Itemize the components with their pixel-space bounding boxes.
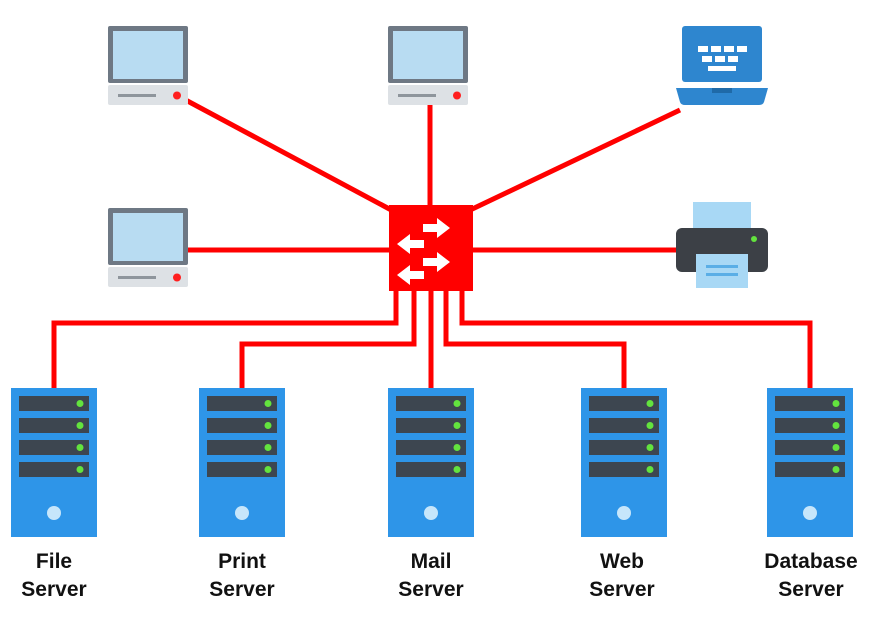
link-file-server <box>51 290 399 390</box>
server-drive-bay <box>207 440 277 455</box>
server-status-led <box>264 466 272 473</box>
server-drive-bay <box>589 440 659 455</box>
server-status-led <box>832 444 840 451</box>
server-status-led <box>76 422 84 429</box>
server-label-line2: Server <box>21 578 87 601</box>
server-drive-bay <box>589 418 659 433</box>
server-drive-bay <box>19 396 89 411</box>
desktop-computer-icon <box>108 208 188 287</box>
server-status-led <box>832 400 840 407</box>
server-drive-bay <box>396 418 466 433</box>
laptop-icon <box>676 26 768 105</box>
server-status-led <box>76 444 84 451</box>
link-database-server <box>459 290 813 390</box>
server-status-led <box>76 466 84 473</box>
server-label-line1: Mail <box>410 550 452 573</box>
server-status-led <box>453 466 461 473</box>
server-drive-bay <box>396 440 466 455</box>
link-desktop-top-left <box>178 94 397 215</box>
server-label-line2: Server <box>209 578 275 601</box>
server-drive-bay <box>775 418 845 433</box>
server-status-led <box>453 444 461 451</box>
server-label-file: File Server <box>0 548 124 604</box>
server-drive-bay <box>396 396 466 411</box>
server-label-web: Web Server <box>552 548 692 604</box>
server-drive-bay <box>589 396 659 411</box>
server-label-line1: File <box>35 550 73 573</box>
server-drive-bay <box>775 440 845 455</box>
server-status-led <box>264 444 272 451</box>
server-status-led <box>832 466 840 473</box>
server-label-mail: Mail Server <box>361 548 501 604</box>
server-power-button <box>424 506 438 520</box>
server-label-line1: Print <box>218 550 266 573</box>
server-drive-bay <box>207 462 277 477</box>
server-tower-icon <box>581 388 667 537</box>
server-drive-bay <box>589 462 659 477</box>
link-laptop <box>464 107 682 215</box>
server-power-button <box>617 506 631 520</box>
printer-icon <box>676 202 768 288</box>
server-status-led <box>646 400 654 407</box>
server-power-button <box>47 506 61 520</box>
server-label-print: Print Server <box>172 548 312 604</box>
server-label-line1: Web <box>600 550 644 573</box>
server-drive-bay <box>19 440 89 455</box>
server-label-line1: Database <box>764 550 858 573</box>
server-label-line2: Server <box>398 578 464 601</box>
server-status-led <box>453 400 461 407</box>
server-tower-icon <box>388 388 474 537</box>
server-status-led <box>646 422 654 429</box>
network-switch-icon <box>389 205 473 291</box>
server-row <box>11 388 853 537</box>
server-drive-bay <box>207 396 277 411</box>
link-web-server <box>443 290 627 390</box>
server-drive-bay <box>775 462 845 477</box>
desktop-computer-icon <box>388 26 468 105</box>
server-tower-icon <box>11 388 97 537</box>
server-tower-icon <box>767 388 853 537</box>
server-status-led <box>453 422 461 429</box>
server-label-line2: Server <box>778 578 844 601</box>
server-drive-bay <box>396 462 466 477</box>
server-label-line2: Server <box>589 578 655 601</box>
network-links <box>51 94 813 390</box>
server-drive-bay <box>19 418 89 433</box>
server-status-led <box>264 400 272 407</box>
server-status-led <box>646 466 654 473</box>
server-status-led <box>76 400 84 407</box>
server-status-led <box>264 422 272 429</box>
desktop-computer-icon <box>108 26 188 105</box>
server-drive-bay <box>207 418 277 433</box>
link-print-server <box>239 290 417 390</box>
server-power-button <box>235 506 249 520</box>
server-status-led <box>832 422 840 429</box>
server-tower-icon <box>199 388 285 537</box>
server-label-database: Database Server <box>741 548 881 604</box>
server-drive-bay <box>775 396 845 411</box>
server-power-button <box>803 506 817 520</box>
server-status-led <box>646 444 654 451</box>
server-drive-bay <box>19 462 89 477</box>
